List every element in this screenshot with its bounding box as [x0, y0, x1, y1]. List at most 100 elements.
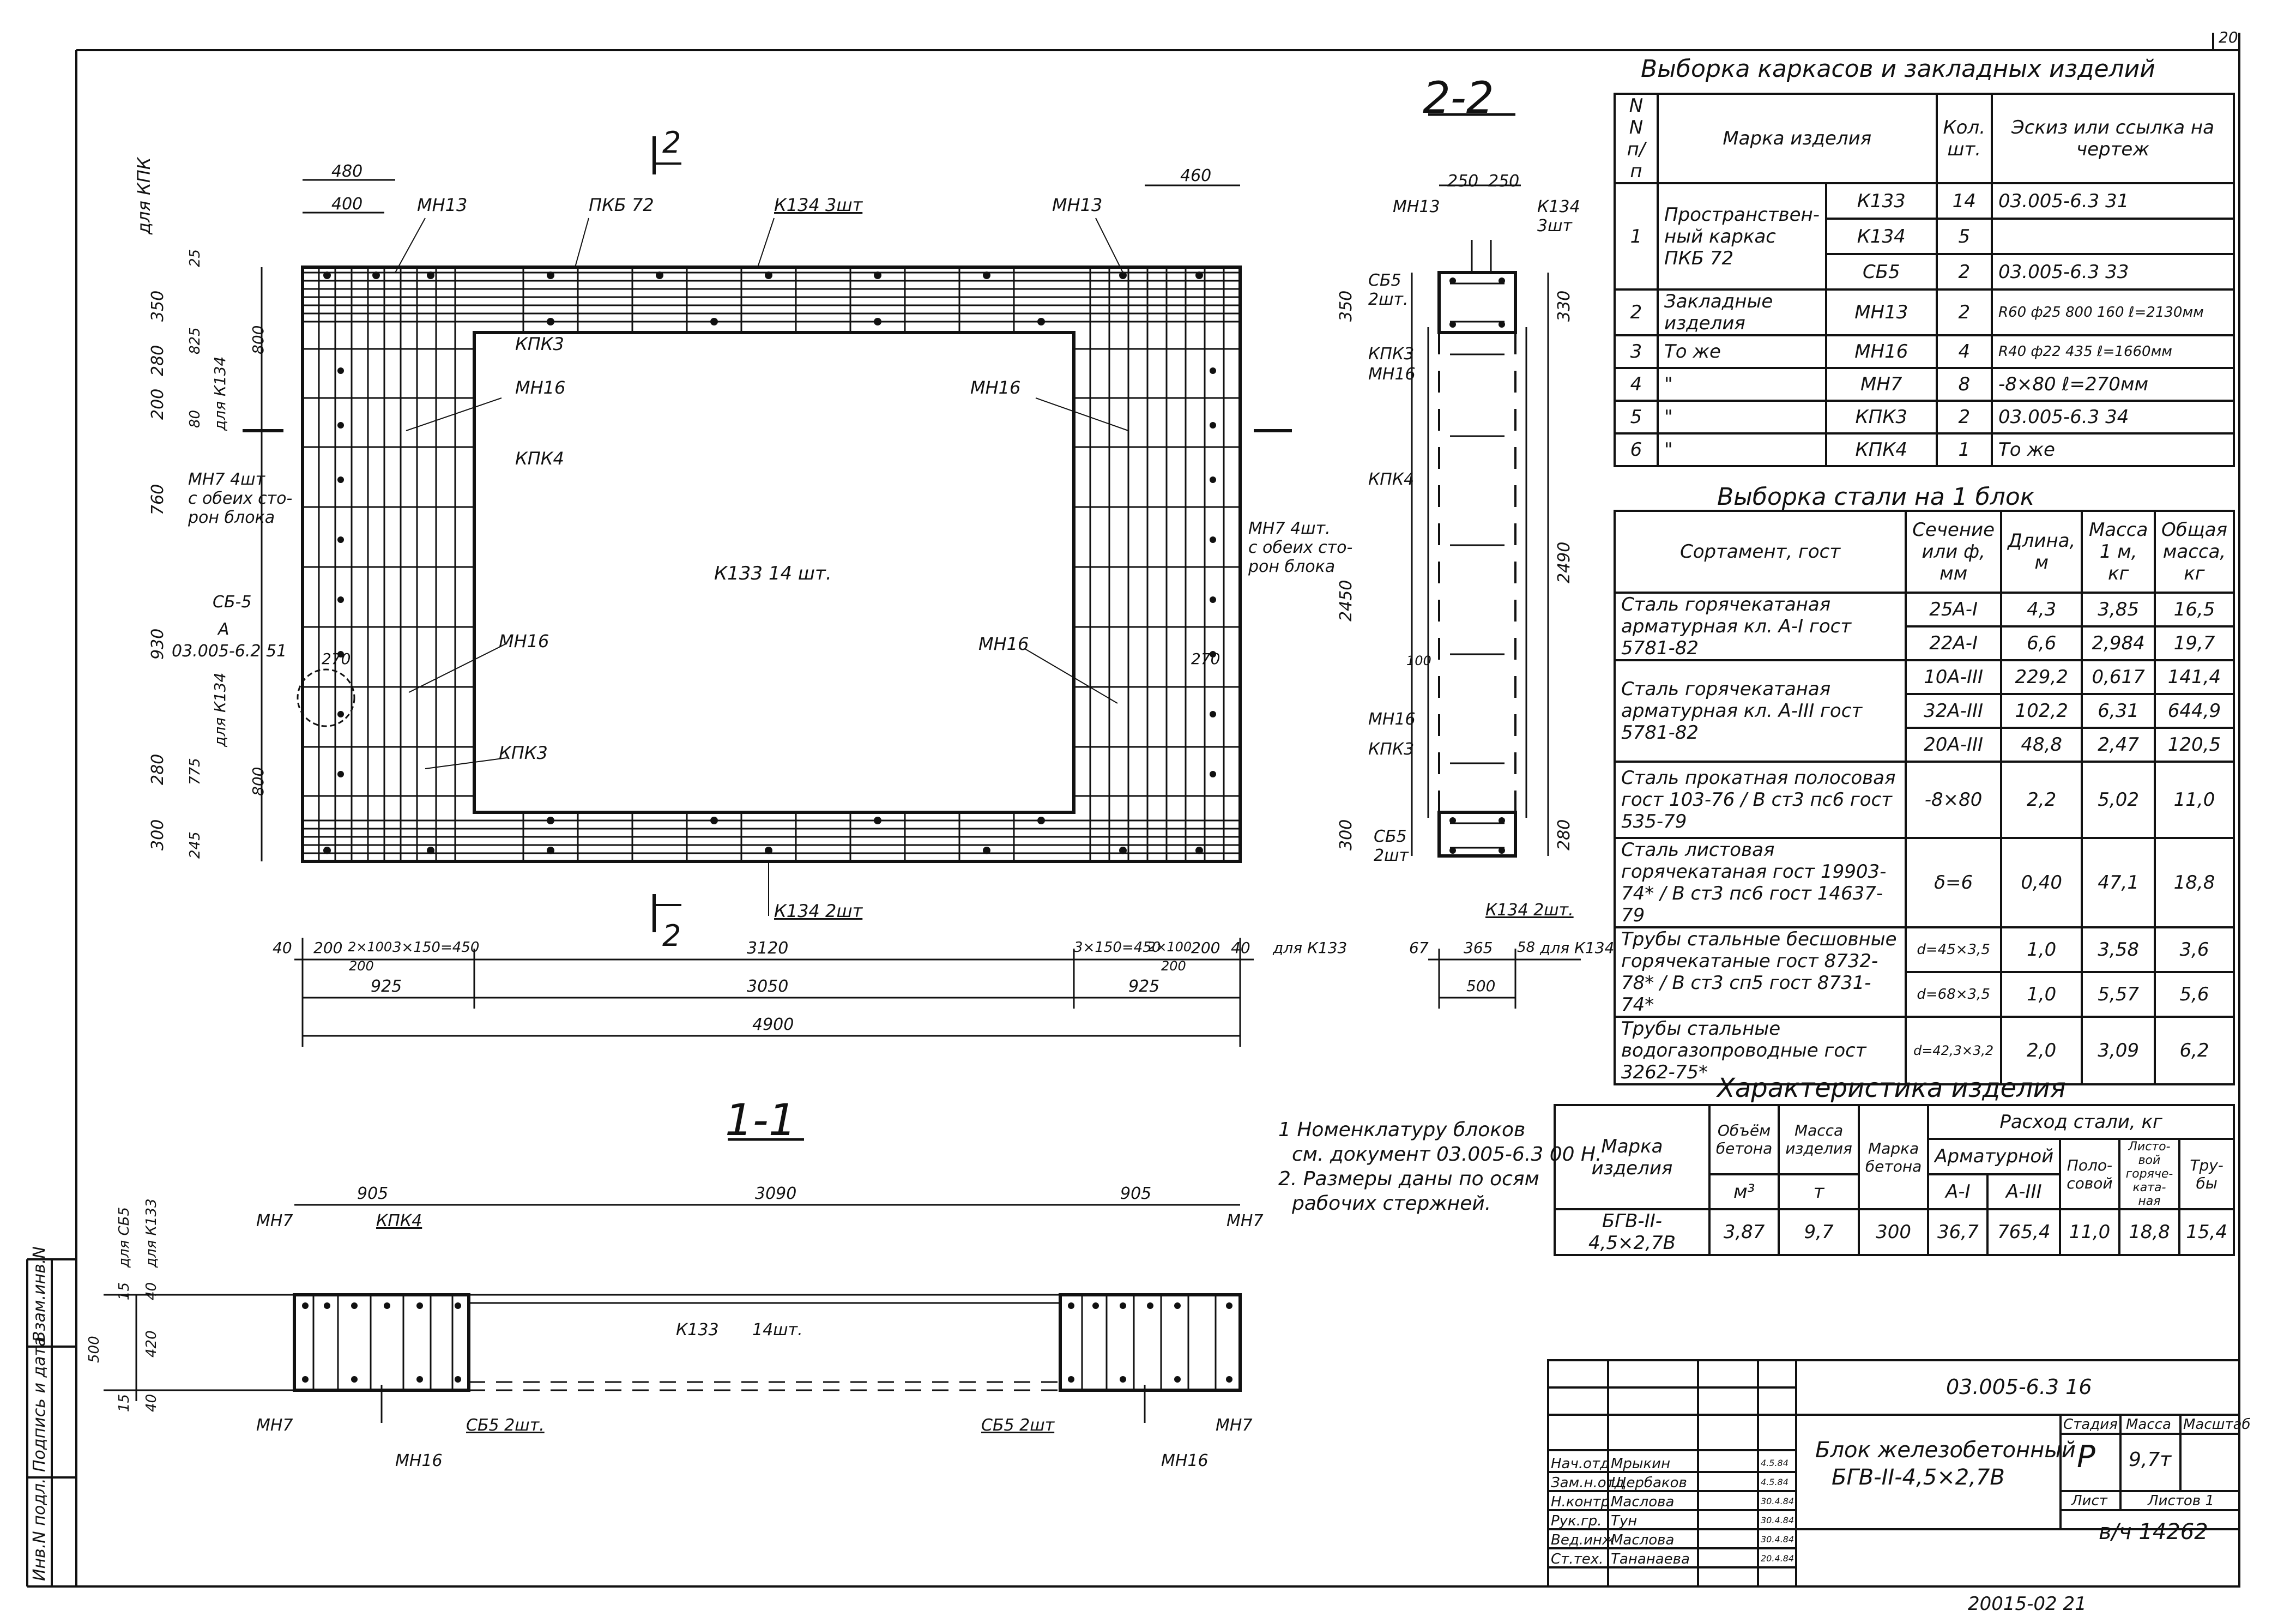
label-mn16-bottom-left: МН16 — [499, 631, 549, 651]
note-2b: рабочих стержней. — [1292, 1192, 1491, 1215]
t3-v-mark: БГВ-II-4,5×2,7В — [1554, 1208, 1711, 1256]
t2-r1-name: Сталь горячекатаная арматурная кл. А-I г… — [1613, 592, 1907, 661]
s22-dim-365: 365 — [1464, 939, 1493, 957]
label-mn16-top-right: МН16 — [970, 377, 1021, 398]
t2-r1a-s: 25А-I — [1905, 592, 2003, 628]
s11-for-sb5: для СБ5 — [116, 1206, 132, 1268]
t2-r6-m: 3,09 — [2081, 1016, 2156, 1085]
dim-775: 775 — [187, 758, 203, 785]
t2-r2b-t: 644,9 — [2153, 693, 2235, 729]
label-k133: К133 14 шт. — [714, 563, 832, 584]
label-k134-3: К134 3шт — [774, 195, 863, 215]
t1-r1-ref-b — [1991, 218, 2235, 255]
note-2a: 2. Размеры даны по осям — [1278, 1168, 1539, 1190]
t3-h-sheet: Листо-вой горяче-ката-ная — [2118, 1138, 2181, 1210]
t2-r5-name: Трубы стальные бесшовные горячекатаные г… — [1613, 926, 1907, 1018]
table-steel: Сортамент, гост Сечение или ф, мм Длина,… — [1613, 510, 2235, 1085]
dim-930: 930 — [148, 628, 167, 660]
s22-dim-2490: 2490 — [1555, 541, 1574, 583]
t2-r5a-m: 3,58 — [2081, 926, 2156, 973]
stamp-name-3: Маслова — [1611, 1494, 1675, 1510]
label-mn7-left-2: с обеих сто- — [188, 489, 293, 508]
t3-v-a3: 765,4 — [1986, 1208, 2062, 1256]
t1-r6-qty: 1 — [1935, 432, 1993, 467]
dim-25: 25 — [187, 249, 203, 267]
t1-r6-mark: КПК4 — [1825, 432, 1938, 467]
t1-r1-mark-c: СБ5 — [1825, 253, 1938, 291]
t3-h-vol: Объём бетона — [1708, 1104, 1780, 1175]
stamp-title-2: БГВ-II-4,5×2,7В — [1832, 1465, 2005, 1490]
side-signature: Подпись и дата — [30, 1336, 49, 1473]
stamp-scale-h: Масштаб — [2183, 1416, 2251, 1433]
t1-r1-mark-a: К133 — [1825, 182, 1938, 220]
s11-dim-15b: 15 — [116, 1393, 132, 1412]
label-kpk3-bottom: КПК3 — [499, 743, 548, 763]
t1-r3-mark: МН16 — [1825, 334, 1938, 369]
stamp-mass-h: Масса — [2126, 1416, 2171, 1433]
t1-r2-mark: МН13 — [1825, 288, 1938, 336]
stamp-sheets-h: Листов 1 — [2148, 1493, 2214, 1509]
dim-245: 245 — [187, 831, 203, 859]
s22-mn13: МН13 — [1393, 197, 1440, 216]
t1-r2-ref: R60 ф25 800 160 ℓ=2130мм — [1991, 288, 2235, 336]
t2-h-mass1: Масса 1 м, кг — [2081, 510, 2156, 594]
stamp-sheet-h: Лист — [2071, 1493, 2107, 1509]
dim-200: 200 — [148, 388, 167, 420]
s11-mn7-a: МН7 — [256, 1211, 293, 1230]
t2-r2a-m: 0,617 — [2081, 659, 2156, 695]
dim-400: 400 — [331, 195, 363, 214]
t1-r4-qty: 8 — [1935, 367, 1993, 402]
dim-760: 760 — [148, 484, 167, 515]
t1-r2-n: 2 — [1614, 288, 1659, 336]
t1-r1-qty-b: 5 — [1935, 218, 1993, 255]
dim-825: 825 — [187, 327, 203, 354]
t3-h-a1: А-I — [1927, 1173, 1989, 1210]
stamp-role-4: Рук.гр. — [1551, 1513, 1602, 1529]
t3-h-strip: Поло-совой — [2059, 1138, 2120, 1210]
t1-r3-qty: 4 — [1935, 334, 1993, 369]
stamp-name-5: Маслова — [1611, 1532, 1675, 1548]
dim-350: 350 — [148, 290, 167, 322]
label-kpk4: КПК4 — [515, 448, 564, 469]
s11-dim-40b: 40 — [143, 1393, 160, 1412]
t1-r6-ref: То же — [1991, 432, 2235, 467]
t1-r6-n: 6 — [1614, 432, 1659, 467]
stamp-stage-h: Стадия — [2063, 1416, 2118, 1433]
s11-dim-500: 500 — [86, 1336, 102, 1363]
t2-r2b-s: 32А-III — [1905, 693, 2003, 729]
t2-r1b-t: 19,7 — [2153, 625, 2235, 661]
stamp-mass: 9,7т — [2129, 1449, 2172, 1471]
t1-r5-name: " — [1656, 400, 1828, 435]
label-mn16-top-left: МН16 — [515, 377, 566, 398]
dim-b-3x150-left: 3×150=450 — [392, 939, 480, 956]
note-1a: 1 Номенклатуру блоков — [1278, 1119, 1526, 1141]
label-for-k133: для К133 — [1273, 939, 1348, 957]
dim-280-bottom: 280 — [148, 753, 167, 785]
s11-k133n: 14шт. — [752, 1320, 803, 1340]
table3-title: Характеристика изделия — [1717, 1073, 2066, 1103]
dim-b-2x100-right: 2×100 — [1147, 939, 1192, 955]
t2-r4-l: 0,40 — [2000, 837, 2083, 928]
t1-r5-mark: КПК3 — [1825, 400, 1938, 435]
stamp-date-2: 4.5.84 — [1761, 1477, 1789, 1487]
t3-h-vol-unit: м³ — [1708, 1173, 1780, 1210]
s22-dim-58: 58 — [1517, 939, 1536, 956]
t1-r1-ref-a: 03.005-6.3 31 — [1991, 182, 2235, 220]
s22-sb5b-2: 2шт — [1374, 846, 1409, 865]
t1-r1-qty-c: 2 — [1935, 253, 1993, 291]
dim-280-top: 280 — [148, 345, 167, 376]
t2-r6-name: Трубы стальные водогазопроводные гост 32… — [1613, 1016, 1907, 1085]
label-mn7-right-2: с обеих сто- — [1248, 538, 1353, 557]
stamp-role-5: Вед.инж — [1551, 1532, 1615, 1548]
t2-r1a-l: 4,3 — [2000, 592, 2083, 628]
table-frames: N N п/п Марка изделия Кол. шт. Эскиз или… — [1614, 93, 2235, 467]
label-mn13-right: МН13 — [1052, 195, 1103, 215]
section-1-1 — [104, 1138, 1242, 1423]
table-characteristics: Марка изделия Объём бетона Масса изделия… — [1554, 1104, 2235, 1256]
side-vzam: Взам.инв.N — [30, 1246, 49, 1342]
t3-v-vol: 3,87 — [1708, 1208, 1780, 1256]
stamp-org: в/ч 14262 — [2099, 1519, 2208, 1544]
s22-mn16b: МН16 — [1368, 710, 1416, 729]
t3-h-arm: Арматурной — [1927, 1138, 2062, 1175]
stamp-code: 03.005-6.3 16 — [1946, 1375, 2092, 1399]
